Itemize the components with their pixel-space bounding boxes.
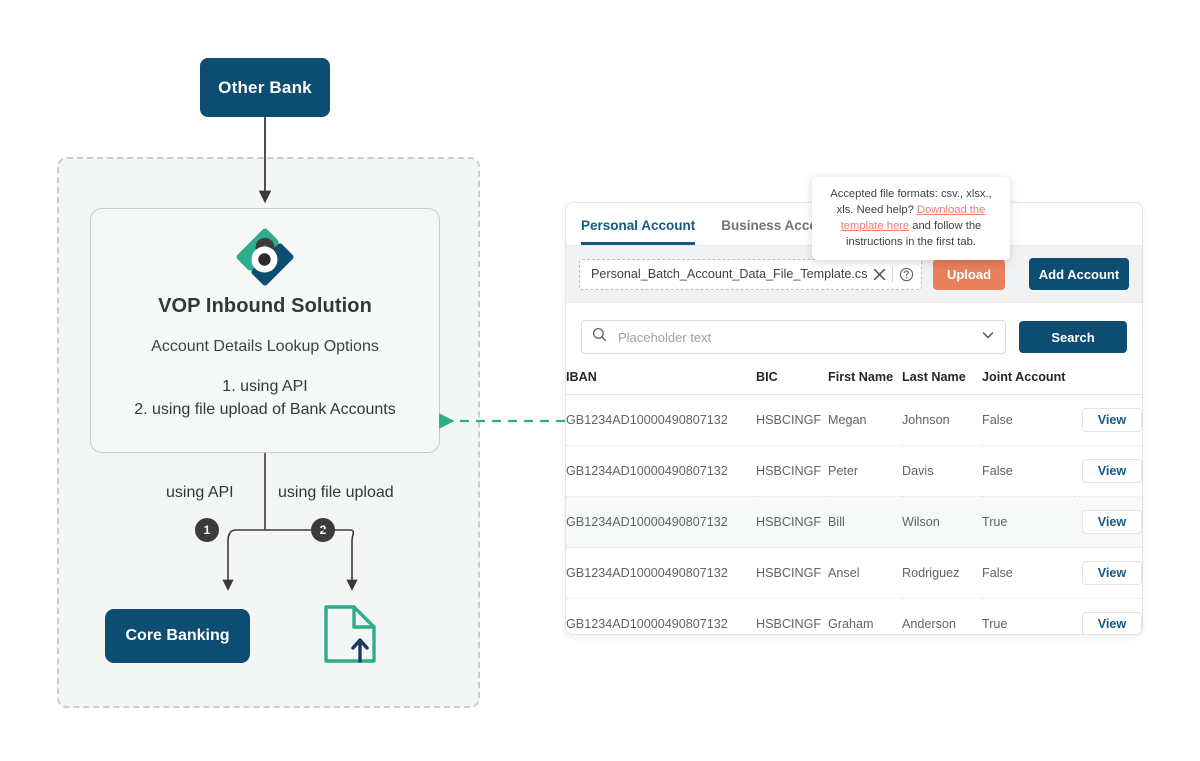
download-template-link[interactable]: Download the template here	[840, 204, 986, 232]
tooltip-line-1: Accepted file formats: csv., xlsx., xls.	[830, 188, 992, 216]
cell-first-name: Bill	[828, 496, 902, 548]
cell-iban: GB1234AD10000490807132	[566, 496, 756, 548]
cell-actions: View	[1074, 496, 1142, 548]
branch-label-using-file-upload: using file upload	[278, 484, 394, 501]
cell-last-name: Wilson	[902, 496, 982, 548]
tooltip-prefix: Need help?	[856, 204, 917, 216]
vop-inbound-solution-card: VOP Inbound Solution Account Details Loo…	[90, 208, 440, 453]
selected-file-name: Personal_Batch_Account_Data_File_Templat…	[591, 267, 867, 281]
cell-iban: GB1234AD10000490807132	[566, 547, 756, 599]
cell-actions: View	[1074, 394, 1142, 446]
branch-label-using-api: using API	[166, 484, 234, 501]
column-header-bic: BIC	[756, 370, 828, 395]
cell-joint-account: False	[982, 445, 1074, 497]
column-header-iban: IBAN	[566, 370, 756, 395]
vop-card-subtitle: Account Details Lookup Options	[151, 338, 379, 355]
upload-button[interactable]: Upload	[933, 258, 1005, 290]
cell-iban: GB1234AD10000490807132	[566, 445, 756, 497]
cell-joint-account: False	[982, 547, 1074, 599]
file-upload-toolbar: Personal_Batch_Account_Data_File_Templat…	[566, 245, 1142, 303]
vop-option-2: 2. using file upload of Bank Accounts	[134, 401, 396, 418]
step-badge-2: 2	[311, 518, 335, 542]
view-button[interactable]: View	[1082, 459, 1142, 483]
cell-iban: GB1234AD10000490807132	[566, 394, 756, 446]
cell-actions: View	[1074, 547, 1142, 599]
column-header-joint-account: Joint Account	[982, 370, 1074, 395]
vop-card-options: 1. using API 2. using file upload of Ban…	[91, 375, 439, 421]
column-header-actions	[1074, 370, 1142, 395]
other-bank-node: Other Bank	[200, 58, 330, 117]
cell-bic: HSBCINGF	[756, 496, 828, 548]
cell-last-name: Johnson	[902, 394, 982, 446]
core-banking-node: Core Banking	[105, 609, 250, 663]
column-header-last-name: Last Name	[902, 370, 982, 395]
cell-joint-account: True	[982, 496, 1074, 548]
tab-business-account[interactable]: Business Account	[721, 218, 839, 233]
add-account-button[interactable]: Add Account	[1029, 258, 1129, 290]
view-button[interactable]: View	[1082, 612, 1142, 634]
close-icon[interactable]	[873, 268, 886, 281]
toolbar-divider	[892, 265, 893, 283]
cell-last-name: Rodriguez	[902, 547, 982, 599]
cell-joint-account: True	[982, 598, 1074, 634]
chevron-down-icon[interactable]	[981, 328, 995, 347]
cell-bic: HSBCINGF	[756, 598, 828, 634]
cell-iban: GB1234AD10000490807132	[566, 598, 756, 634]
table-header-row: IBAN BIC First Name Last Name Joint Acco…	[566, 370, 1142, 395]
cell-first-name: Graham	[828, 598, 902, 634]
tab-personal-account[interactable]: Personal Account	[581, 218, 696, 245]
vop-architecture-diagram: Other Bank VOP Inbound Solution Account …	[0, 0, 540, 761]
search-icon	[592, 327, 607, 347]
vop-option-1: 1. using API	[222, 378, 308, 395]
search-input[interactable]	[616, 328, 972, 346]
cell-last-name: Davis	[902, 445, 982, 497]
file-format-tooltip: Accepted file formats: csv., xlsx., xls.…	[812, 177, 1010, 260]
cell-bic: HSBCINGF	[756, 394, 828, 446]
cell-bic: HSBCINGF	[756, 547, 828, 599]
question-circle-icon[interactable]	[899, 267, 914, 282]
cell-last-name: Anderson	[902, 598, 982, 634]
cell-first-name: Ansel	[828, 547, 902, 599]
cell-bic: HSBCINGF	[756, 445, 828, 497]
file-input-dropzone[interactable]: Personal_Batch_Account_Data_File_Templat…	[579, 258, 922, 290]
cell-first-name: Peter	[828, 445, 902, 497]
search-field-wrapper[interactable]	[581, 320, 1006, 354]
search-toolbar: Search	[566, 303, 1142, 354]
tooltip-line-2: Need help? Download the template here an…	[841, 204, 986, 248]
accounts-table: IBAN BIC First Name Last Name Joint Acco…	[566, 370, 1142, 634]
file-upload-icon	[322, 603, 378, 670]
cell-actions: View	[1074, 445, 1142, 497]
step-badge-1: 1	[195, 518, 219, 542]
view-button[interactable]: View	[1082, 408, 1142, 432]
accounts-panel: Personal Account Business Account Person…	[565, 202, 1143, 635]
cell-joint-account: False	[982, 394, 1074, 446]
cell-first-name: Megan	[828, 394, 902, 446]
tooltip-suffix: and follow the instructions in the first…	[846, 220, 982, 248]
vop-logo	[91, 228, 439, 286]
other-bank-label: Other Bank	[218, 77, 312, 97]
view-button[interactable]: View	[1082, 561, 1142, 585]
vop-card-title: VOP Inbound Solution	[158, 295, 372, 317]
column-header-first-name: First Name	[828, 370, 902, 395]
cell-actions: View	[1074, 598, 1142, 634]
search-button[interactable]: Search	[1019, 321, 1127, 353]
core-banking-label: Core Banking	[125, 627, 230, 644]
view-button[interactable]: View	[1082, 510, 1142, 534]
